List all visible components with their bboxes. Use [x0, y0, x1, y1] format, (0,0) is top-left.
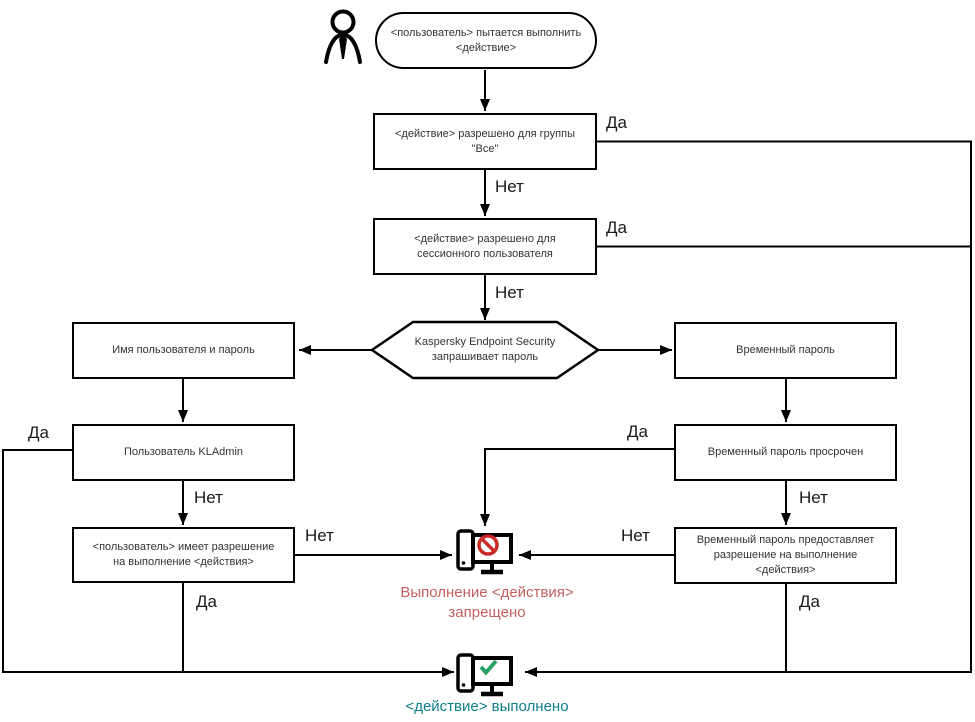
- edge-label-expired-no: Нет: [799, 488, 828, 507]
- edge-label-user-perm-no: Нет: [305, 526, 334, 545]
- edge-label-session-no: Нет: [495, 283, 524, 302]
- user-icon: [324, 9, 362, 64]
- blocked-caption: Выполнение <действия> запрещено: [400, 584, 574, 621]
- node-allowed-for-all: <действие> разрешено для группы "Все": [373, 113, 597, 170]
- edge-label-kladmin-no: Нет: [194, 488, 223, 507]
- node-temp-grants-permission: Временный пароль предоставляет разрешени…: [674, 527, 897, 584]
- node-allowed-for-session: <действие> разрешено для сессионного пол…: [373, 218, 597, 275]
- node-kes-prompts-password: Kaspersky Endpoint Security запрашивает …: [414, 336, 556, 363]
- done-caption: <действие> выполнено: [405, 698, 569, 715]
- edge-label-expired-yes: Да: [627, 422, 648, 441]
- computer-blocked-icon: [456, 529, 513, 575]
- edge-label-temp-perm-no: Нет: [621, 526, 650, 545]
- node-temp-password: Временный пароль: [674, 322, 897, 379]
- node-user-has-permission: <пользователь> имеет разрешение на выпол…: [72, 527, 295, 583]
- node-temp-password-expired: Временный пароль просрочен: [674, 424, 897, 481]
- edge-label-session-yes: Да: [606, 218, 627, 237]
- node-username-password: Имя пользователя и пароль: [72, 322, 295, 379]
- node-start: <пользователь> пытается выполнить <дейст…: [375, 12, 597, 69]
- node-kladmin: Пользователь KLAdmin: [72, 424, 295, 481]
- edge-label-kladmin-yes: Да: [28, 423, 49, 442]
- edge-label-temp-perm-yes: Да: [799, 592, 820, 611]
- edge-label-all-yes: Да: [606, 113, 627, 132]
- computer-check-icon: [456, 653, 513, 697]
- edge-label-all-no: Нет: [495, 177, 524, 196]
- edge-label-user-perm-yes: Да: [196, 592, 217, 611]
